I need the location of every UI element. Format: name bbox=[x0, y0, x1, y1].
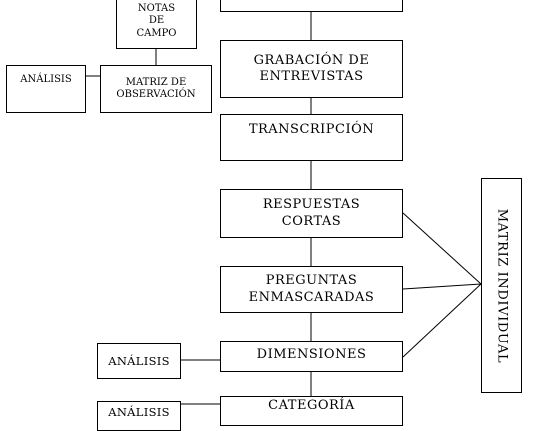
preguntas-enmascaradas-box: PREGUNTAS ENMASCARADAS bbox=[220, 266, 403, 313]
notas-de-campo-box: NOTAS DE CAMPO bbox=[116, 0, 197, 49]
grabacion-entrevistas-box: GRABACIÓN DE ENTREVISTAS bbox=[220, 40, 403, 98]
connector-lines bbox=[86, 12, 482, 405]
matriz-de-observacion-box: MATRIZ DE OBSERVACIÓN bbox=[100, 65, 212, 113]
respuestas-cortas-box: RESPUESTAS CORTAS bbox=[220, 189, 403, 238]
matriz-individual-box: MATRIZ INDIVIDUAL bbox=[481, 178, 522, 393]
analisis-box-1: ANÁLISIS bbox=[6, 65, 86, 113]
matriz-individual-label: MATRIZ INDIVIDUAL bbox=[494, 208, 509, 363]
categoria-box: CATEGORÍA bbox=[220, 396, 403, 426]
analisis-box-2: ANÁLISIS bbox=[97, 343, 181, 379]
transcripcion-box: TRANSCRIPCIÓN bbox=[220, 114, 403, 161]
analisis-box-3: ANÁLISIS bbox=[97, 401, 181, 431]
dimensiones-box: DIMENSIONES bbox=[220, 341, 403, 372]
comunicabilidad-box: COMUNICABILIDAD bbox=[220, 0, 403, 12]
